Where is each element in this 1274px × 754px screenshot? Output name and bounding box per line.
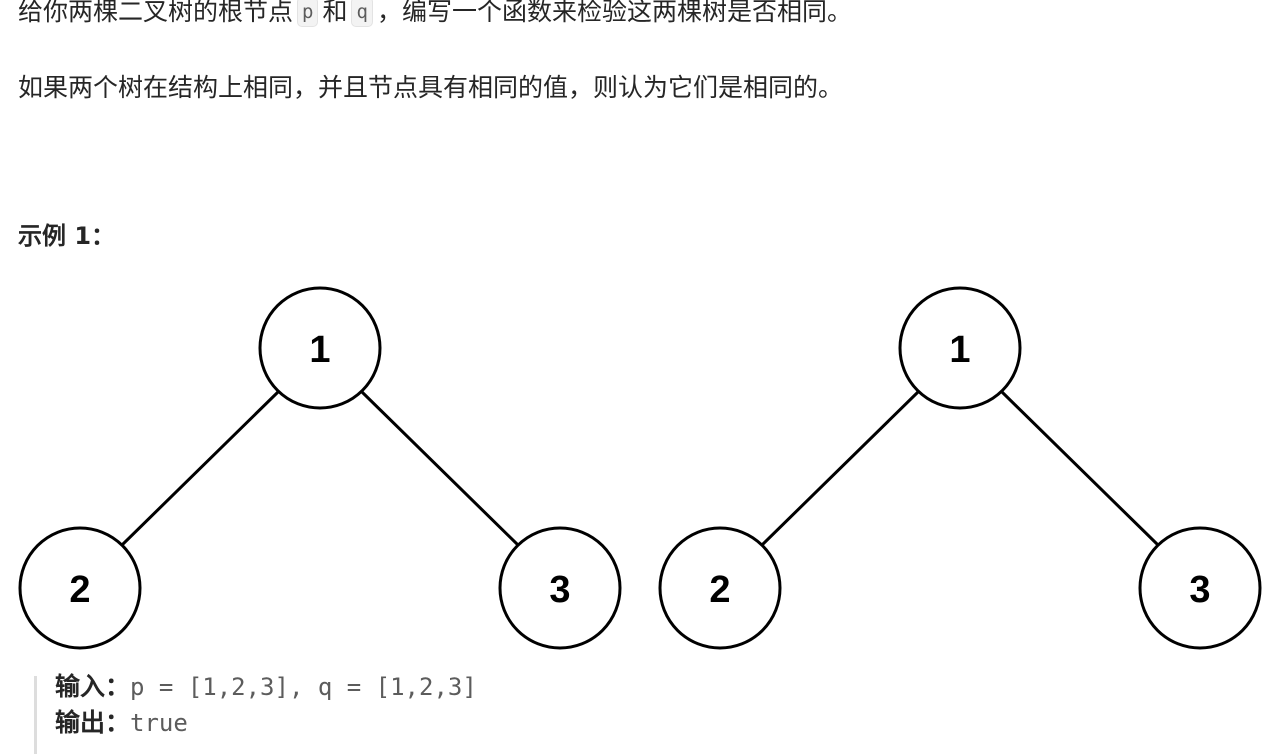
input-label: 输入： — [55, 672, 131, 701]
tree-q-node-left-label: 2 — [709, 569, 730, 611]
input-value: p = [1,2,3], q = [1,2,3] — [130, 673, 477, 701]
input-line: 输入：p = [1,2,3], q = [1,2,3] — [55, 669, 1234, 705]
param-p-code: p — [297, 0, 319, 27]
tree-q-node-right-label: 3 — [1189, 569, 1210, 611]
tree-q-node-left: 2 — [658, 526, 782, 650]
param-q-code: q — [351, 0, 373, 27]
tree-p-edge-left — [120, 390, 280, 547]
tree-p-edge-right — [360, 390, 520, 547]
tree-q: 1 2 3 — [658, 286, 1262, 650]
tree-p-node-right: 3 — [498, 526, 622, 650]
tree-q-edge-left — [760, 390, 920, 547]
tree-p-node-root-label: 1 — [309, 329, 330, 371]
tree-q-edge-right — [1000, 390, 1160, 547]
tree-p: 1 2 3 — [18, 286, 622, 650]
description-text: 给你两棵二叉树的根节点 — [18, 0, 294, 26]
tree-p-node-left-label: 2 — [69, 569, 90, 611]
description-and: 和 — [322, 0, 348, 26]
tree-p-node-right-label: 3 — [549, 569, 570, 611]
tree-p-node-left: 2 — [18, 526, 142, 650]
output-value: true — [130, 709, 188, 737]
example-io-block: 输入：p = [1,2,3], q = [1,2,3] 输出：true — [34, 672, 1234, 754]
tree-q-node-right: 3 — [1138, 526, 1262, 650]
tree-q-node-root-label: 1 — [949, 329, 970, 371]
tree-p-node-root: 1 — [258, 286, 382, 410]
tree-q-node-root: 1 — [898, 286, 1022, 410]
output-label: 输出： — [55, 708, 131, 737]
output-line: 输出：true — [55, 705, 1234, 741]
example-trees-image: 1 2 3 1 2 3 — [18, 286, 1262, 650]
description-text-end: ，编写一个函数来检验这两棵树是否相同。 — [376, 0, 852, 26]
problem-definition: 如果两个树在结构上相同，并且节点具有相同的值，则认为它们是相同的。 — [18, 73, 844, 102]
example-heading: 示例 1： — [18, 222, 116, 250]
